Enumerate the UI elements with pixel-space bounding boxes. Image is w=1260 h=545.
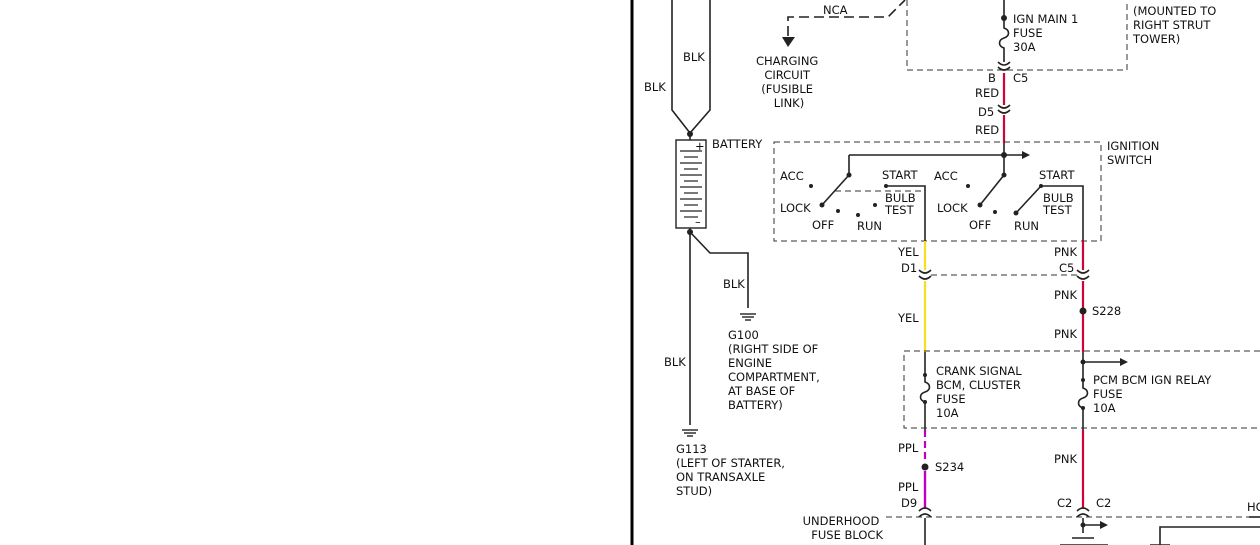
fuse-box-top-outline: [906, 0, 1128, 71]
wire-yel-label-1: YEL: [897, 245, 919, 259]
pcm-bcm-fuse-label: PCM BCM IGN RELAY FUSE 10A: [1093, 373, 1215, 415]
ignition-switch-left: [809, 174, 926, 241]
wire-blk-left-label: BLK: [644, 80, 666, 94]
wire-blk-top-label: BLK: [683, 50, 705, 64]
battery-plus-sign: +: [695, 139, 705, 153]
switch-lock-right-label: LOCK: [937, 201, 968, 215]
connector-b-label: B: [988, 71, 996, 85]
ground-g113-icon: [682, 429, 698, 437]
switch-off-right-label: OFF: [969, 218, 991, 232]
switch-acc-right-label: ACC: [934, 169, 958, 183]
battery-minus-sign: –: [695, 215, 701, 229]
connector-c2-left-label: C2: [1057, 496, 1072, 510]
connector-d9-label: D9: [901, 496, 917, 510]
ign-main-wire: [846, 0, 1030, 178]
wire-ppl-label-2: PPL: [898, 480, 919, 494]
switch-start-left-label: START: [882, 168, 918, 182]
switch-lock-left-label: LOCK: [780, 201, 811, 215]
crank-signal-fuse-label: CRANK SIGNAL BCM, CLUSTER FUSE 10A: [936, 364, 1025, 420]
underhood-fuse-block-label: UNDERHOOD FUSE BLOCK: [803, 514, 884, 542]
battery-label: BATTERY: [712, 137, 763, 151]
switch-start-right-label: START: [1039, 168, 1075, 182]
ignition-switch-right: [966, 174, 1084, 241]
ground-g100-label: G100 (RIGHT SIDE OF ENGINE COMPARTMENT, …: [728, 328, 823, 412]
battery-section: [671, 0, 756, 437]
wire-red-label-2: RED: [975, 123, 999, 137]
ground-g100-icon: [740, 313, 756, 321]
charging-circuit-label: CHARGING CIRCUIT (FUSIBLE LINK): [756, 54, 822, 110]
ignition-switch-outline: [773, 141, 1102, 242]
wire-yel-label-2: YEL: [897, 311, 919, 325]
battery-symbol: [675, 139, 707, 229]
connector-c5-top-label: C5: [1013, 71, 1028, 85]
ground-g113-label: G113 (LEFT OF STARTER, ON TRANSAXLE STUD…: [676, 442, 789, 498]
switch-off-left-label: OFF: [812, 218, 834, 232]
switch-run-right-label: RUN: [1014, 219, 1039, 233]
wire-pnk-label-4: PNK: [1054, 452, 1078, 466]
fuse-box-mounted-label: (MOUNTED TO RIGHT STRUT TOWER): [1132, 4, 1220, 46]
wire-ppl-label-1: PPL: [898, 441, 919, 455]
switch-bulb-test-right-label: BULB TEST: [1042, 191, 1077, 217]
wire-blk-g100-label: BLK: [723, 277, 745, 291]
wire-pnk-label-1: PNK: [1054, 245, 1078, 259]
connector-c2-right-label: C2: [1096, 496, 1111, 510]
wire-pnk-label-3: PNK: [1054, 327, 1078, 341]
ign-main-fuse-label: IGN MAIN 1 FUSE 30A: [1013, 12, 1082, 54]
wire-pnk-label-2: PNK: [1054, 288, 1078, 302]
ignition-switch-label: IGNITION SWITCH: [1107, 139, 1163, 167]
wire-red-label-1: RED: [975, 86, 999, 100]
yellow-purple-wire: [918, 241, 1077, 545]
switch-run-left-label: RUN: [857, 219, 882, 233]
switch-acc-left-label: ACC: [780, 169, 804, 183]
crank-fuse-box-outline: [903, 350, 1260, 429]
wire-blk-g113-label: BLK: [664, 355, 686, 369]
charging-circuit: [782, 0, 906, 47]
switch-bulb-test-left-label: BULB TEST: [884, 191, 919, 217]
connector-d5-label: D5: [978, 105, 994, 119]
connector-d1-label: D1: [901, 261, 917, 275]
splice-s234-label: S234: [935, 460, 964, 474]
ho-label: HO: [1247, 500, 1260, 514]
splice-s228-label: S228: [1092, 304, 1121, 318]
pink-wire: [1060, 241, 1260, 545]
connector-c5-mid-label: C5: [1059, 261, 1074, 275]
nca-label: NCA: [823, 3, 848, 17]
